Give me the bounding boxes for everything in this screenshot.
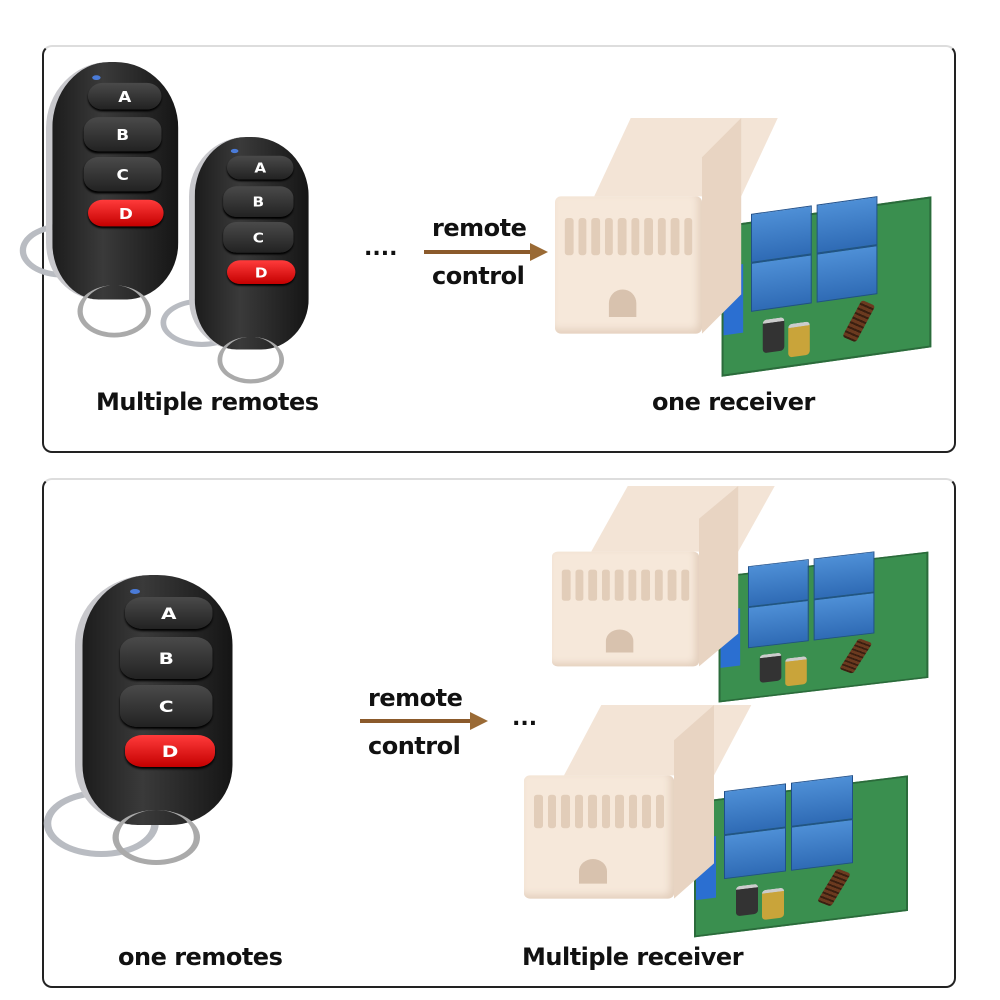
button-c: C [83,157,162,192]
relay [724,827,786,880]
button-d: D [227,260,296,285]
relay [791,775,853,827]
capacitor [785,656,807,687]
ellipsis: .... [364,236,398,261]
circuit-board [694,775,908,938]
receiver-case [524,705,752,907]
cable-hole [608,289,637,317]
arrow-label-top: remote [432,214,527,242]
remote-loop [77,285,151,338]
antenna-coil [839,638,873,674]
button-b: B [120,637,213,679]
led-indicator [130,589,140,594]
button-b: B [83,117,162,152]
remote-fob: A B C D [160,137,309,392]
arrow-icon [424,243,548,261]
led-indicator [230,148,239,154]
arrow-label-top: remote [368,684,463,712]
antenna-coil [842,299,876,343]
relay [813,592,875,641]
bottom-panel [42,478,956,988]
led-indicator [92,75,101,81]
receiver-case [552,486,775,675]
capacitor [736,883,758,917]
relay [813,551,875,600]
relay [816,245,878,303]
button-c: C [223,222,294,253]
caption-multiple-remotes: Multiple remotes [96,388,319,416]
relay [751,205,812,263]
arrow-icon [360,712,488,730]
relay [724,783,786,836]
caption-one-remotes: one remotes [118,943,283,971]
arrow-label-bottom: control [368,732,461,760]
cable-hole [605,629,634,653]
caption-one-receiver: one receiver [652,388,815,416]
capacitor [759,652,782,683]
remote-loop [217,336,284,384]
relay [751,254,812,312]
relay [816,196,878,254]
button-a: A [227,155,294,180]
circuit-board [721,196,932,377]
button-c: C [120,685,213,727]
capacitor [788,321,810,358]
receiver [524,705,924,938]
capacitor [762,887,784,921]
relay [791,819,853,871]
relay [748,600,809,649]
relay [748,559,809,608]
antenna-coil [817,868,851,907]
circuit-board [718,551,929,703]
receiver [552,486,944,703]
receiver [555,118,947,377]
cable-hole [579,859,607,884]
remote-fob: A B C D [43,575,233,875]
receiver-case [555,118,778,343]
button-d: D [125,735,215,767]
button-b: B [223,186,294,217]
remote-fob: A B C D [19,62,179,347]
button-a: A [125,597,213,629]
caption-multiple-receiver: Multiple receiver [522,943,744,971]
arrow-label-bottom: control [432,262,525,290]
ellipsis: ... [512,706,538,731]
button-a: A [88,82,162,110]
button-d: D [88,199,164,227]
remote-loop [112,810,200,865]
capacitor [762,316,785,354]
